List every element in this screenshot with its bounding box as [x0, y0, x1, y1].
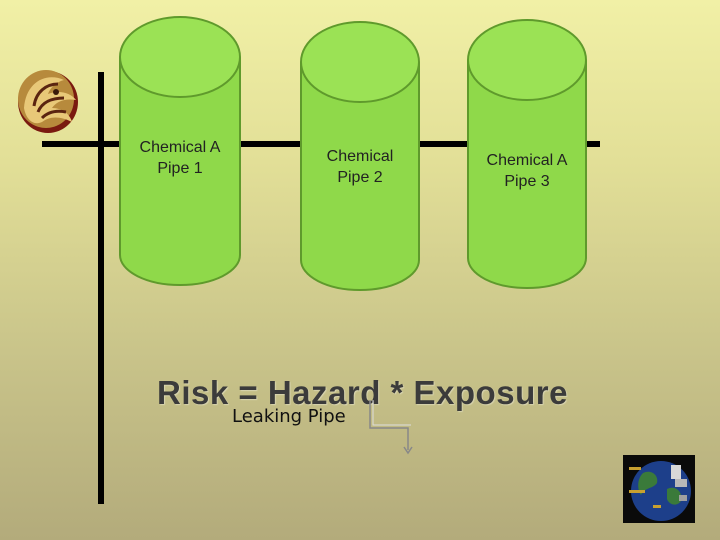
pipe-1-cylinder: Chemical A Pipe 1 [118, 15, 242, 287]
pipe-2-label: Chemical Pipe 2 [299, 146, 421, 188]
pipe-3-label: Chemical A Pipe 3 [466, 150, 588, 192]
pipe-1-label-line2: Pipe 1 [157, 160, 203, 177]
pipe-2-label-line1: Chemical [326, 148, 394, 165]
vertical-pipe-line [98, 72, 104, 504]
risk-equation: Risk = Hazard * Exposure [157, 374, 568, 411]
pipe-3-label-line1: Chemical A [486, 152, 568, 169]
pipe-2-label-line2: Pipe 2 [337, 169, 383, 186]
pipe-1-label-line1: Chemical A [139, 139, 221, 156]
globe-badge-icon [623, 455, 695, 523]
university-pegasus-logo-icon [12, 62, 82, 141]
leaking-pipe-label: Leaking Pipe [232, 406, 346, 427]
pipe-2-cylinder: Chemical Pipe 2 [299, 20, 421, 292]
pipe-3-label-line2: Pipe 3 [504, 173, 550, 190]
pipe-1-label: Chemical A Pipe 1 [118, 137, 242, 179]
pipe-3-cylinder: Chemical A Pipe 3 [466, 18, 588, 290]
leak-arrow-icon [368, 398, 416, 461]
